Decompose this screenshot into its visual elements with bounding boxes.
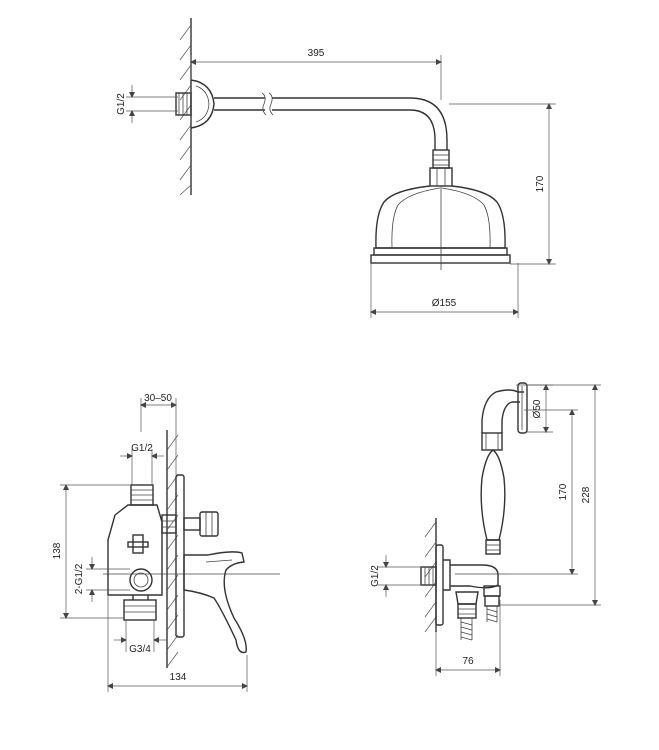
arm-connector (429, 149, 453, 187)
hand-projection-label: 76 (462, 656, 474, 667)
dimension-30-50: 30–50 (140, 393, 177, 475)
dimension-g12-hand: G1/2 (370, 555, 422, 597)
arm-length-label: 395 (308, 48, 325, 59)
dimension-g12-top: G1/2 (116, 85, 178, 123)
wall-section-top (179, 18, 192, 196)
mixer-top-thread-label: G1/2 (131, 443, 153, 454)
shower-head-view: 395 170 Ø155 G1/2 (116, 18, 556, 318)
wall-section-hand (424, 518, 437, 633)
head-height-label: 170 (535, 175, 546, 192)
head-diameter-label: Ø155 (432, 298, 457, 309)
dimension-g34: G3/4 (114, 620, 166, 655)
wall-elbow (420, 544, 510, 626)
diverter-knob (183, 511, 219, 537)
dimension-170-head: 170 (449, 103, 556, 265)
hose-connector (455, 585, 501, 641)
side-outlets-label: 2-G1/2 (74, 563, 85, 594)
dimension-155: Ø155 (370, 263, 519, 318)
mixer-width-label: 134 (170, 672, 187, 683)
dimension-76: 76 (435, 600, 501, 676)
rain-head (370, 185, 511, 270)
mixer-height-label: 138 (52, 542, 63, 559)
dimension-50: Ø50 (527, 384, 553, 433)
mixer-view: 30–50 G1/2 138 2-G1/2 G3/4 (52, 393, 280, 692)
dimension-2-g12: 2-G1/2 (74, 557, 130, 602)
dimension-395: 395 (190, 48, 442, 100)
bottom-inlet-label: G3/4 (129, 644, 151, 655)
mixer-body (107, 484, 177, 621)
dimension-228: 228 (500, 384, 601, 606)
dimension-138: 138 (52, 484, 131, 619)
hand-shower-view: Ø50 170 228 G1/2 76 (370, 382, 601, 676)
depth-range-label: 30–50 (144, 393, 172, 404)
hand-thread-label: G1/2 (370, 565, 381, 587)
dimension-134: 134 (107, 596, 248, 692)
hand-head-diameter-label: Ø50 (532, 399, 543, 418)
shower-arm (214, 92, 448, 150)
mixer-lever (183, 551, 247, 654)
hand-total-height-label: 228 (581, 486, 592, 503)
wall-flange-top (175, 79, 215, 129)
hand-handle-height-label: 170 (558, 483, 569, 500)
dimension-g12-mixer-top: G1/2 (120, 443, 164, 485)
top-thread-label: G1/2 (116, 93, 127, 115)
dimension-170-hand: 170 (510, 409, 578, 575)
hand-shower-handle (480, 382, 528, 555)
